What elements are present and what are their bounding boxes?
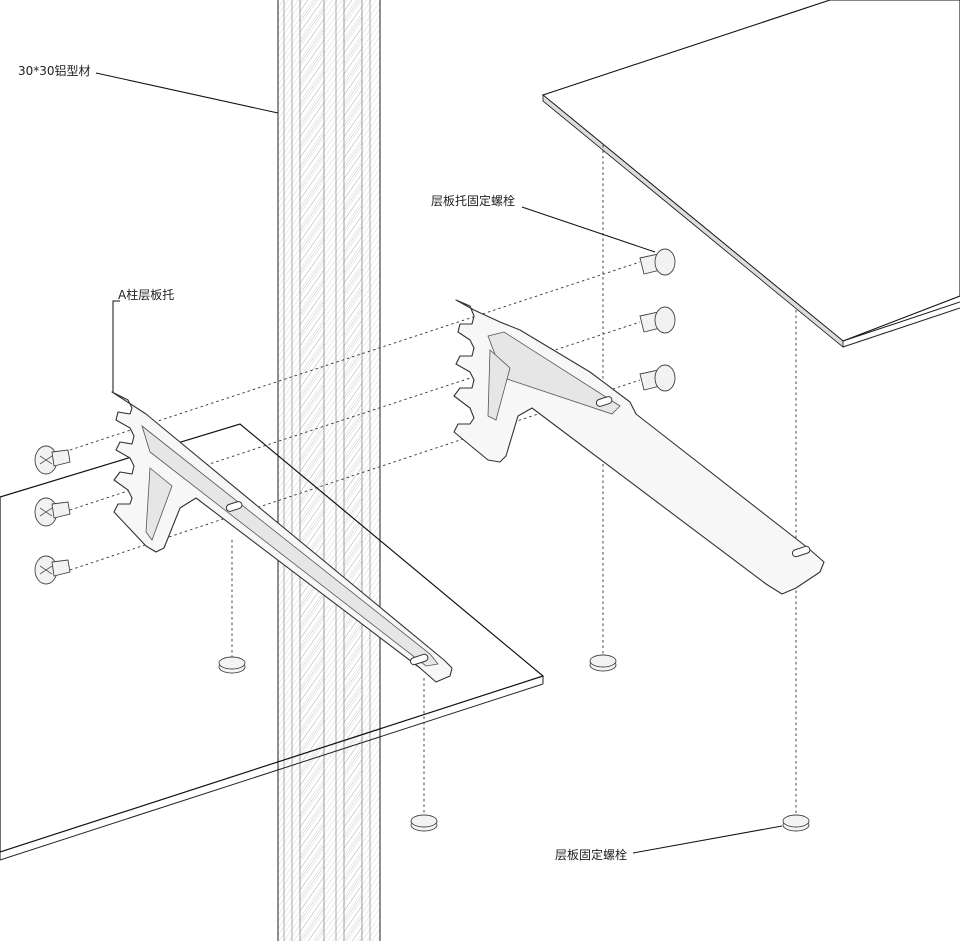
bolt-icon bbox=[639, 248, 676, 276]
washer-icon bbox=[410, 814, 438, 832]
shelf-washers bbox=[218, 654, 810, 832]
right-shelf-bracket bbox=[453, 299, 825, 595]
washer-icon bbox=[589, 654, 617, 672]
label-a-column-bracket: A柱层板托 bbox=[118, 287, 174, 302]
bolt-icon bbox=[639, 306, 676, 334]
bolt-icon bbox=[639, 364, 676, 392]
label-shelf-bolt: 层板固定螺栓 bbox=[555, 847, 627, 862]
washer-icon bbox=[782, 814, 810, 832]
bolt-icon bbox=[34, 497, 71, 527]
leader-lines bbox=[95, 72, 783, 854]
left-shelf-bracket bbox=[111, 391, 453, 683]
left-glass-shelf bbox=[0, 423, 545, 861]
left-bolts bbox=[34, 445, 71, 585]
right-shelf-board bbox=[541, 0, 960, 348]
label-aluminum-profile: 30*30铝型材 bbox=[18, 63, 91, 78]
right-bolts bbox=[639, 248, 676, 392]
washer-icon bbox=[218, 656, 246, 674]
bolt-icon bbox=[34, 555, 71, 585]
bolt-icon bbox=[34, 445, 71, 475]
label-bracket-bolt: 层板托固定螺栓 bbox=[431, 193, 515, 208]
